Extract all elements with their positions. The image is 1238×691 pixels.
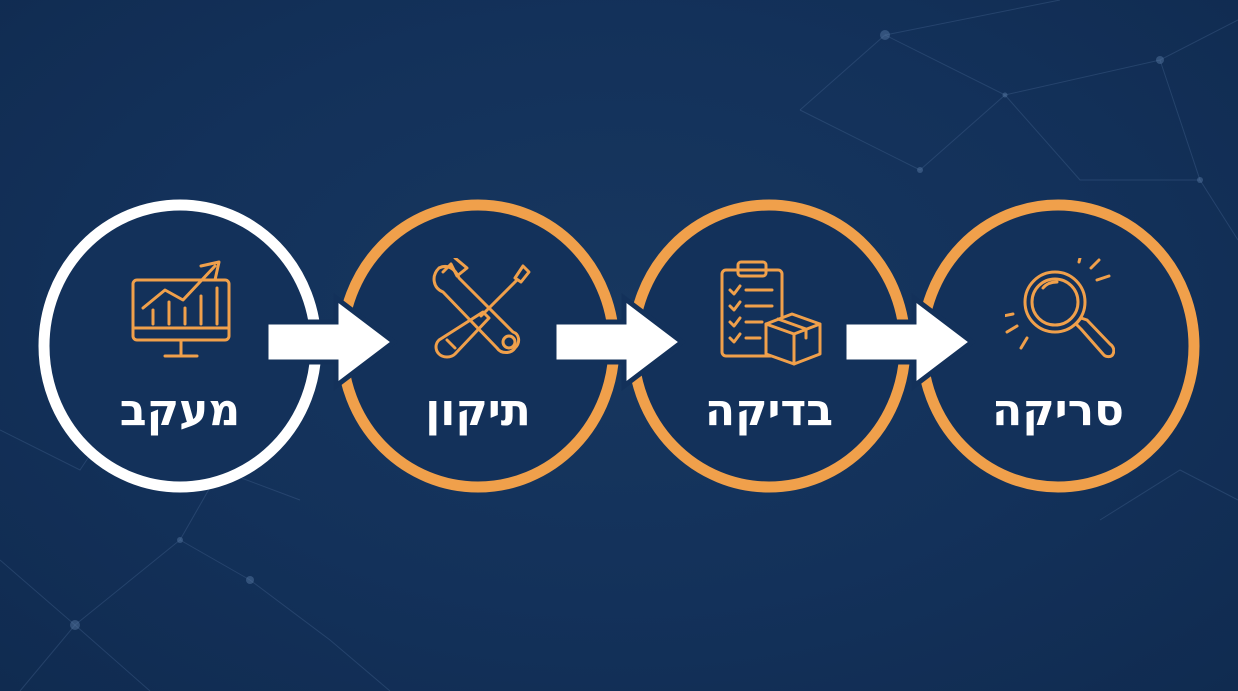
step-check: בדיקה [626,196,912,496]
monitor-trend-icon [131,260,231,358]
arrow-right-icon [551,292,687,392]
arrow-right-icon [841,292,977,392]
step-monitoring: מעקב [37,196,323,496]
step-label: סריקה [992,385,1124,436]
step-label: תיקון [425,385,531,436]
step-label: מעקב [119,385,241,436]
step-label: בדיקה [704,385,834,436]
wrench-screwdriver-icon [432,258,531,359]
arrow-right-icon [263,292,399,392]
clipboard-box-icon [720,260,822,366]
step-scan: סריקה [915,196,1201,496]
magnifier-icon [1005,258,1115,359]
